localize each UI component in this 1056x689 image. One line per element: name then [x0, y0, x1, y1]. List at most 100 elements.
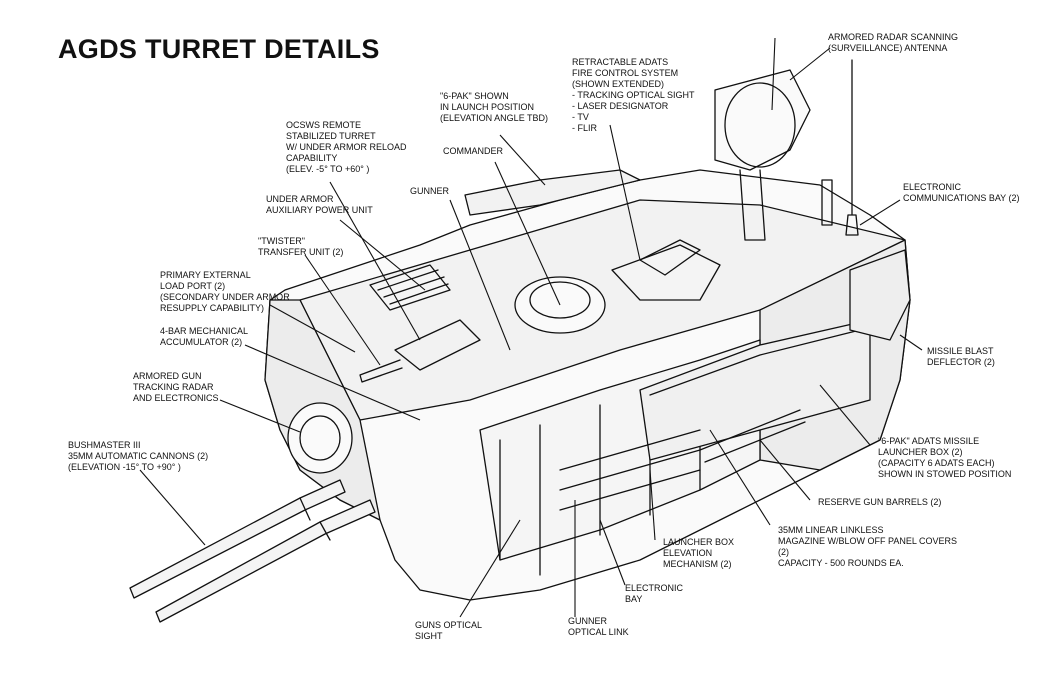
label-line: RESUPPLY CAPABILITY) — [160, 303, 265, 313]
label-line: (SECONDARY UNDER ARMOR — [160, 292, 290, 302]
label-line: CAPABILITY — [286, 153, 338, 163]
leader-guns-sight — [459, 519, 521, 618]
label-line: LOAD PORT (2) — [160, 281, 226, 291]
label-line: - TV — [572, 112, 589, 122]
label-line: IN LAUNCH POSITION — [440, 102, 535, 112]
label-line: (2) — [778, 547, 789, 557]
label-line: TRANSFER UNIT (2) — [258, 247, 344, 257]
label-line: STABILIZED TURRET — [286, 131, 376, 141]
label-line: GUNNER — [410, 186, 450, 196]
label-line: RETRACTABLE ADATS — [572, 57, 669, 67]
label-line: AND ELECTRONICS — [133, 393, 219, 403]
page-title: AGDS TURRET DETAILS — [58, 34, 380, 64]
label-line: "6-PAK" SHOWN — [440, 91, 509, 101]
label-line: 4-BAR MECHANICAL — [160, 326, 249, 336]
label-line: PRIMARY EXTERNAL — [160, 270, 251, 280]
label-line: OPTICAL LINK — [568, 627, 629, 637]
leader-sixpak-launch — [499, 134, 546, 186]
label-line: GUNNER — [568, 616, 608, 626]
label-line: DEFLECTOR (2) — [927, 357, 995, 367]
label-line: GUNS OPTICAL — [415, 620, 483, 630]
label-line: AUXILIARY POWER UNIT — [266, 205, 373, 215]
leader-blast-deflector — [899, 334, 923, 351]
label-line: COMMANDER — [443, 146, 503, 156]
leader-elevation-mech — [649, 469, 656, 541]
leader-gunner — [449, 199, 511, 351]
leader-commander — [494, 161, 561, 306]
label-reserve-barrels: RESERVE GUN BARRELS (2) — [818, 497, 941, 508]
label-commander: COMMANDER — [443, 146, 503, 157]
leader-accumulator — [244, 344, 421, 421]
leader-twister — [304, 254, 381, 366]
leader-gun-radar — [219, 399, 301, 433]
leader-reserve-barrels — [759, 439, 811, 501]
label-line: (ELEV. -5° TO +60° ) — [286, 164, 370, 174]
label-line: CAPACITY - 500 ROUNDS EA. — [778, 558, 904, 568]
label-line: ELEVATION — [663, 548, 713, 558]
label-radar-antenna: ARMORED RADAR SCANNING(SURVEILLANCE) ANT… — [828, 32, 958, 54]
label-line: - LASER DESIGNATOR — [572, 101, 669, 111]
label-line: W/ UNDER ARMOR RELOAD — [286, 142, 407, 152]
leader-sixpak-box — [819, 384, 871, 446]
label-line: MECHANISM (2) — [663, 559, 732, 569]
leader-apu — [339, 219, 426, 291]
label-bushmaster: BUSHMASTER III35mm AUTOMATIC CANNONS (2)… — [68, 440, 208, 473]
leader-bushmaster — [139, 469, 206, 546]
label-line: - TRACKING OPTICAL SIGHT — [572, 90, 695, 100]
label-line: (ELEVATION -15° TO +90° ) — [68, 462, 181, 472]
label-line: MISSILE BLAST — [927, 346, 994, 356]
label-line: ARMORED RADAR SCANNING — [828, 32, 959, 42]
label-line: SHOWN IN STOWED POSITION — [878, 469, 1012, 479]
leader-electronic-bay — [599, 519, 626, 586]
leader-radar-antenna — [771, 37, 831, 111]
label-line: FIRE CONTROL SYSTEM — [572, 68, 679, 78]
label-line: TRACKING RADAR — [133, 382, 214, 392]
label-line: 35mm AUTOMATIC CANNONS (2) — [68, 451, 209, 461]
label-line: MAGAZINE W/BLOW OFF PANEL COVERS — [778, 536, 958, 546]
label-line: LAUNCHER BOX — [663, 537, 735, 547]
label-line: UNDER ARMOR — [266, 194, 334, 204]
leader-load-port — [269, 304, 356, 353]
label-twister-transfer: "TWISTER"TRANSFER UNIT (2) — [258, 236, 343, 258]
label-line: ELECTRONIC — [903, 182, 962, 192]
label-line: (CAPACITY 6 ADATS EACH) — [878, 458, 995, 468]
label-line: ELECTRONIC — [625, 583, 684, 593]
label-line: SIGHT — [415, 631, 443, 641]
label-line: RESERVE GUN BARRELS (2) — [818, 497, 942, 507]
leader-ocsws — [329, 181, 421, 341]
label-line: "TWISTER" — [258, 236, 305, 246]
label-gunner: GUNNER — [410, 186, 449, 197]
label-line: ARMORED GUN — [133, 371, 202, 381]
label-line: LAUNCHER BOX (2) — [878, 447, 963, 457]
label-line: (SURVEILLANCE) ANTENNA — [828, 43, 948, 53]
label-line: - FLIR — [572, 123, 598, 133]
label-line: "6-PAK" ADATS MISSILE — [878, 436, 980, 446]
label-line: BAY — [625, 594, 643, 604]
label-line: (SHOWN EXTENDED) — [572, 79, 664, 89]
label-line: ACCUMULATOR (2) — [160, 337, 243, 347]
label-line: (ELEVATION ANGLE TBD) — [440, 113, 549, 123]
leader-comms-bay — [859, 199, 901, 226]
label-line: 35mm LINEAR LINKLESS — [778, 525, 884, 535]
label-line: COMMUNICATIONS BAY (2) — [903, 193, 1020, 203]
label-line: BUSHMASTER III — [68, 440, 141, 450]
label-line: OCSWS REMOTE — [286, 120, 362, 130]
leader-adats-fcs — [609, 124, 641, 261]
